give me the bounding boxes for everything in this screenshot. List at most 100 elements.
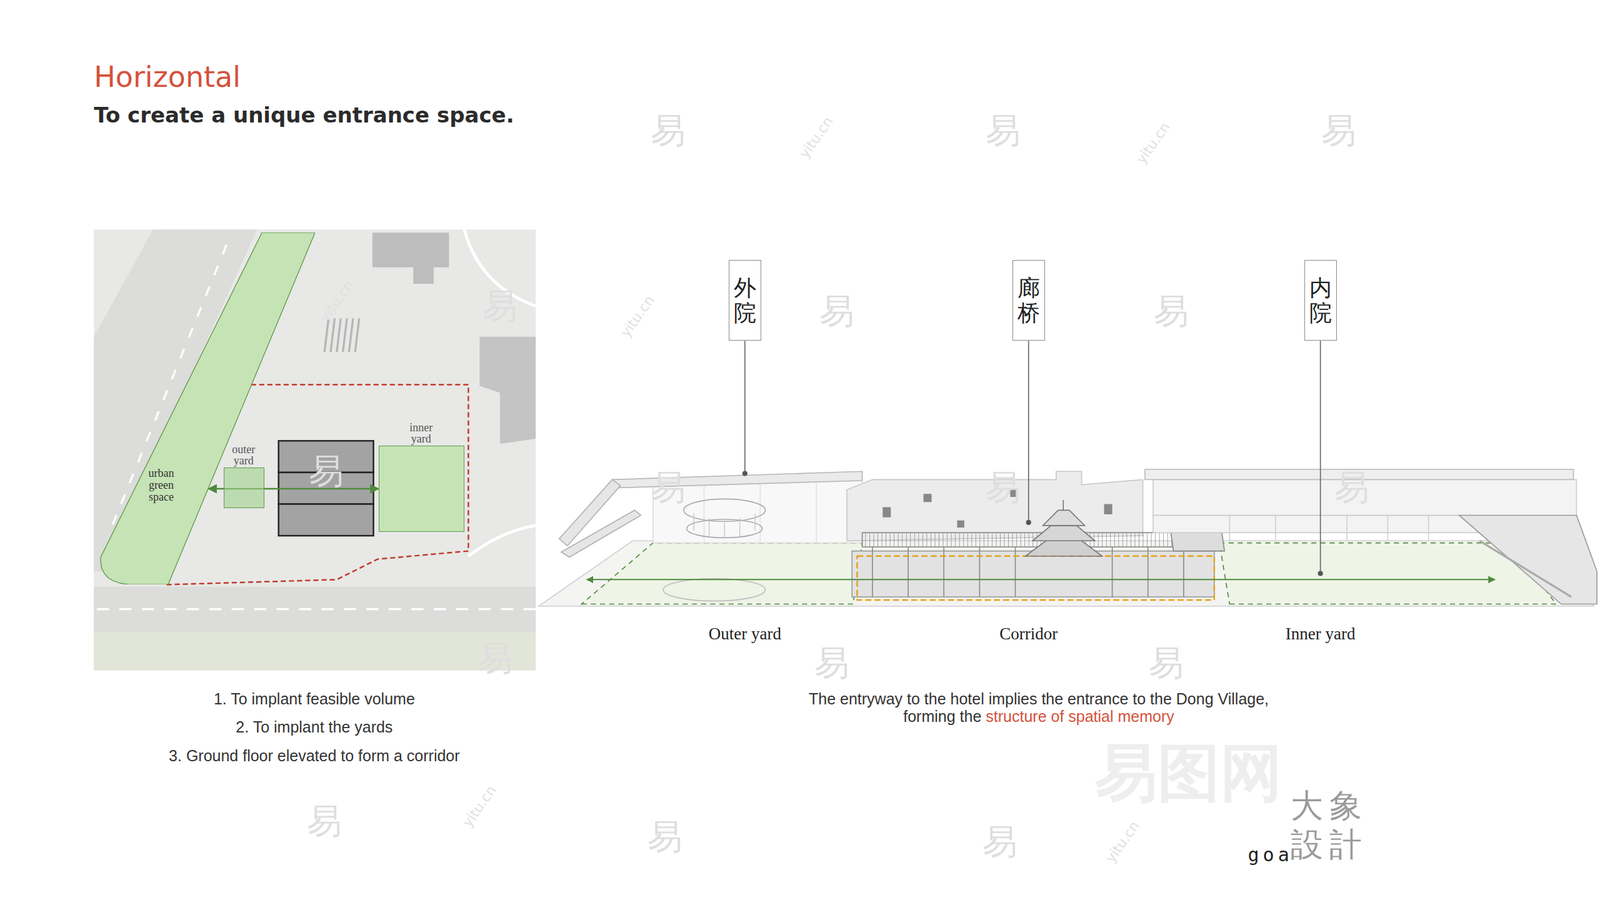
watermark-wrap: yitu.cn <box>618 292 659 340</box>
column <box>871 546 874 597</box>
glass-mullion <box>815 481 817 544</box>
pavilion-roof <box>1043 510 1085 525</box>
floor-ring <box>663 578 765 602</box>
tag-plate: 廊桥 <box>1012 260 1045 341</box>
brand-mark: 大象 <box>1290 787 1369 825</box>
caption-highlight: structure of spatial memory <box>985 707 1175 725</box>
column <box>943 546 945 597</box>
watermark-wrap: 易 <box>982 821 1018 862</box>
step-note-wrap: 2. To implant the yards <box>235 718 393 737</box>
brand-mark-wrap: goa <box>1248 844 1294 867</box>
watermark-wrap: 易 <box>1334 467 1370 508</box>
watermark: 易 <box>814 643 850 684</box>
road-dash <box>96 608 536 610</box>
corridor-outline <box>856 556 1214 600</box>
watermark-wrap: 易 <box>482 286 518 327</box>
axis-arrow <box>586 578 1495 580</box>
zone-label-wrap: Outer yard <box>708 624 782 644</box>
watermark: 易 <box>985 110 1021 151</box>
leader-dot <box>1026 520 1032 525</box>
watermark-wrap: 易 <box>650 467 686 508</box>
leader-dot <box>1318 570 1324 576</box>
brand-mark: goa <box>1248 844 1294 867</box>
watermark: yitu.cn <box>1102 818 1143 866</box>
watermark-wrap: 易 <box>308 451 344 492</box>
facade-line <box>1387 515 1389 541</box>
tag-text: 廊桥 <box>1017 275 1040 325</box>
map-building <box>479 336 536 444</box>
chandelier <box>686 519 763 538</box>
watermark: 易 <box>477 638 513 679</box>
watermark-wrap: yitu.cn <box>1133 119 1174 167</box>
watermark: 易 <box>482 286 518 327</box>
green-space-region: urban green space <box>98 232 315 585</box>
facade-line <box>1428 515 1430 541</box>
watermark-wrap: yitu.cn <box>796 114 837 162</box>
zone-label-wrap: Corridor <box>999 624 1058 644</box>
tag-text: 内院 <box>1309 275 1332 325</box>
wall-window <box>1104 504 1113 515</box>
column <box>1183 546 1185 597</box>
watermark-wrap: 易 <box>650 110 686 151</box>
yard-label: outer yard <box>226 443 262 467</box>
watermark-wrap: yitu.cn <box>1102 818 1143 866</box>
outer-yard-area <box>581 543 863 605</box>
zone-label-wrap: Inner yard <box>1285 624 1356 644</box>
facade-base <box>1153 515 1460 517</box>
step-note-wrap: 1. To implant feasible volume <box>213 690 415 709</box>
map-road <box>93 586 536 633</box>
watermark: 易 <box>647 816 683 857</box>
map-ground <box>93 229 536 670</box>
tag-text: 外院 <box>733 275 757 325</box>
watermark-wrap: 易 <box>477 638 513 679</box>
stripe <box>336 318 342 352</box>
stripe <box>355 318 360 352</box>
column <box>1111 546 1114 597</box>
yard-label: inner yard <box>403 421 439 445</box>
caption-wrap: The entryway to the hotel implies the en… <box>804 690 1274 725</box>
yard-box: outer yard <box>223 467 265 509</box>
watermark: 易 <box>308 451 344 492</box>
wall-window <box>956 520 964 528</box>
tag-plate: 内院 <box>1304 260 1337 341</box>
pavilion-roof <box>1025 540 1102 556</box>
step-note: 2. To implant the yards <box>235 718 393 737</box>
brand-mark-wrap: 設計 <box>1290 826 1369 864</box>
watermark: yitu.cn <box>618 292 659 340</box>
zone-label: Corridor <box>999 624 1058 644</box>
zone-label: Outer yard <box>708 624 782 644</box>
watermark-wrap: 易 <box>1148 643 1184 684</box>
watermark-wrap: 易 <box>1153 291 1189 332</box>
wall-window <box>882 506 891 517</box>
volume-floor <box>278 504 374 537</box>
leader-dot <box>742 470 748 476</box>
pavilion-spire <box>1062 500 1064 510</box>
watermark-wrap: yitu.cn <box>460 782 500 830</box>
watermark: 易 <box>819 291 855 332</box>
glass-mullion <box>760 481 762 544</box>
subtitle-wrap: To create a unique entrance space. <box>93 103 514 128</box>
watermark: yitu.cn <box>460 782 500 830</box>
watermark-wrap: yitu.cn <box>316 277 357 325</box>
map-road-curve <box>468 525 536 557</box>
watermark: 易 <box>650 467 686 508</box>
bench <box>1479 540 1572 597</box>
watermark: 易 <box>650 110 686 151</box>
step-note-wrap: 3. Ground floor elevated to form a corri… <box>168 746 460 765</box>
watermark: yitu.cn <box>316 277 357 325</box>
watermark: 易 <box>1153 291 1189 332</box>
watermark: 易 <box>306 801 342 842</box>
watermark: yitu.cn <box>1133 119 1174 167</box>
strand <box>739 518 740 537</box>
corridor-deck <box>851 551 1215 597</box>
leader-line <box>744 340 746 472</box>
chandelier-strands <box>693 513 755 538</box>
map-green-strip <box>93 632 536 670</box>
step-note: 3. Ground floor elevated to form a corri… <box>168 746 460 765</box>
strand <box>724 520 725 539</box>
column <box>979 546 981 597</box>
strand <box>708 518 710 537</box>
watermark-wrap: 易 <box>647 816 683 857</box>
strand <box>755 513 756 531</box>
